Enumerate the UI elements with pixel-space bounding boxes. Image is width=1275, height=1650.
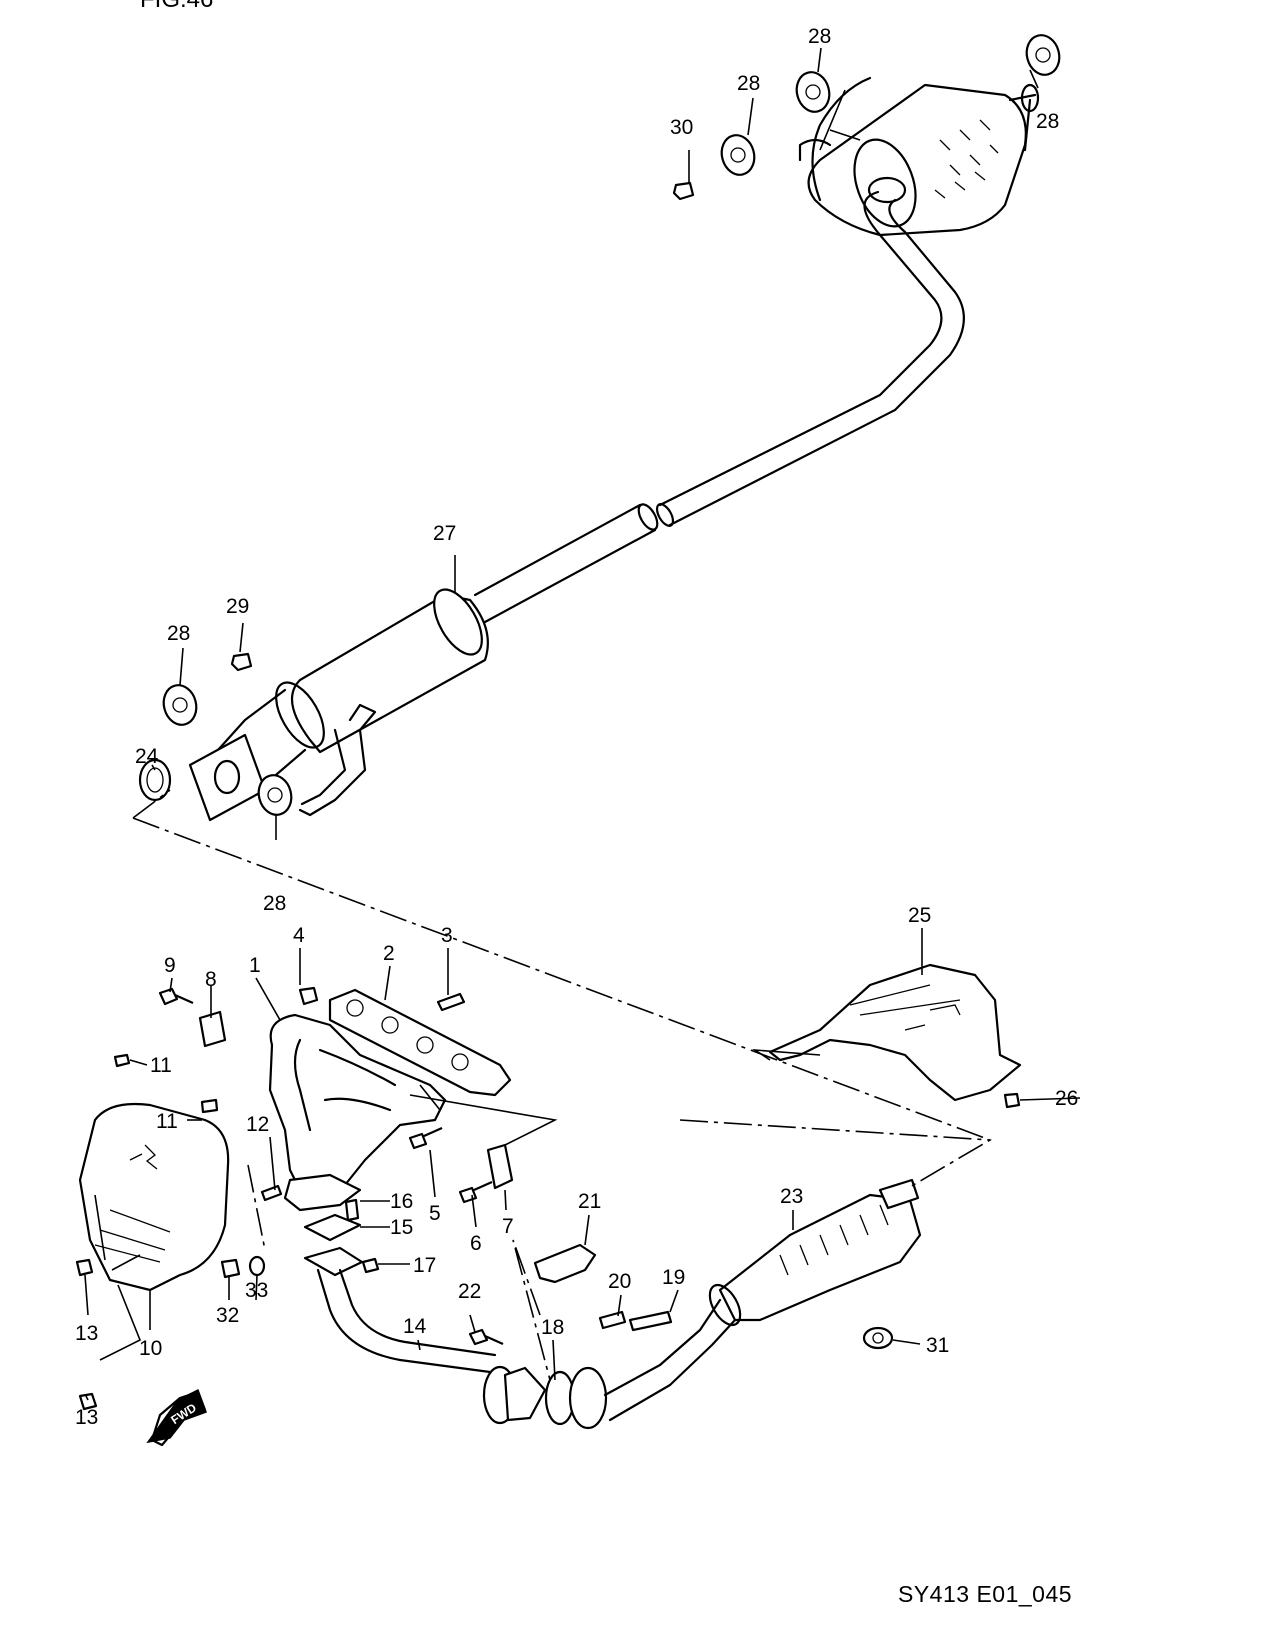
nut-13-b [78,1392,98,1411]
part-label: 13 [75,1406,98,1429]
spring-flange [503,1366,547,1422]
part-label: 21 [578,1190,601,1213]
part-label: 26 [1055,1087,1078,1110]
bracket-8 [198,1010,227,1048]
part-number-labels: 30 28 28 28 27 29 28 24 28 25 26 4 3 2 1… [75,25,1078,1429]
part-label: 28 [167,622,190,645]
spring-20 [598,1310,627,1330]
part-label: 5 [429,1202,441,1225]
catalytic-converter-23 [603,1178,922,1422]
part-label: 28 [263,892,286,915]
nut-29 [230,652,253,672]
part-label: 32 [216,1304,239,1327]
part-label: 30 [670,116,693,139]
hanger-28-top-left [720,134,756,176]
fwd-arrow: FWD [146,1388,207,1447]
part-label: 9 [164,954,176,977]
bolt-11-top [113,1053,131,1068]
bolt-11-mid [200,1098,219,1114]
part-label: 4 [293,924,305,947]
bolt-22 [468,1328,504,1346]
stud-16 [344,1198,360,1222]
part-label: 28 [737,72,760,95]
rubber-hangers [162,34,1061,816]
heat-shield-25 [768,963,1022,1102]
exhaust-manifold-1 [268,986,447,1212]
part-label: 19 [662,1266,685,1289]
part-label: 11 [156,1110,178,1133]
part-label: 28 [1036,110,1059,133]
bolt-5 [408,1126,443,1150]
part-label: 3 [441,924,453,947]
leader-lines [84,47,1081,1401]
part-label: 7 [502,1215,514,1238]
part-label: 16 [390,1190,413,1213]
bolt-6 [458,1180,493,1204]
small-fasteners [138,181,1021,1350]
hanger-28-top-mid [795,71,831,113]
part-label: 1 [249,954,261,977]
stud-3 [436,992,466,1012]
part-label: 22 [458,1280,481,1303]
manifold-fasteners [75,987,514,1411]
part-label: 25 [908,904,931,927]
nut-30 [672,181,695,201]
diagram-code: SY413 E01_045 [898,1581,1073,1607]
nut-26 [1003,1092,1021,1109]
nut-4 [298,986,319,1006]
part-label: 23 [780,1185,803,1208]
part-label: 17 [413,1254,436,1277]
part-label: 2 [383,942,395,965]
nut-13-a [75,1258,94,1277]
part-label: 29 [226,595,249,618]
part-label: 24 [135,745,159,768]
nut-32 [220,1258,241,1279]
part-label: 11 [150,1054,172,1077]
part-label: 27 [433,522,456,545]
gasket-24 [138,758,172,802]
figure-header: FIG.46 [140,0,213,14]
bracket-7 [486,1143,514,1190]
center-pipe-resonator [188,503,659,822]
rear-muffler [798,76,1040,237]
part-label: 8 [205,968,217,991]
part-label: 28 [808,25,831,48]
bracket-21 [533,1243,597,1284]
hanger-28-left [162,684,198,726]
part-label: 31 [926,1334,949,1357]
nut-31 [862,1326,894,1350]
bolt-9 [158,987,194,1006]
assembly-lines [94,89,992,1381]
part-label: 33 [245,1279,268,1302]
part-label: 12 [246,1113,269,1136]
front-pipe-14 [303,1198,673,1430]
stud-12 [260,1184,283,1202]
washer-33 [248,1255,266,1277]
bolt-19 [628,1310,673,1332]
part-label: 13 [75,1322,98,1345]
part-label: 18 [541,1316,564,1339]
part-label: 20 [608,1270,631,1293]
manifold-gasket-2 [328,988,512,1097]
rear-pipe [655,190,965,527]
clamp-17 [361,1257,380,1274]
part-label: 14 [403,1315,427,1338]
part-label: 10 [139,1337,162,1360]
part-label: 15 [390,1216,413,1239]
manifold-cover-10 [78,1102,230,1292]
part-label: 6 [470,1232,482,1255]
hanger-28-bottom [257,774,293,816]
gasket-15 [303,1213,362,1242]
hanger-28-top-right [1025,34,1061,76]
